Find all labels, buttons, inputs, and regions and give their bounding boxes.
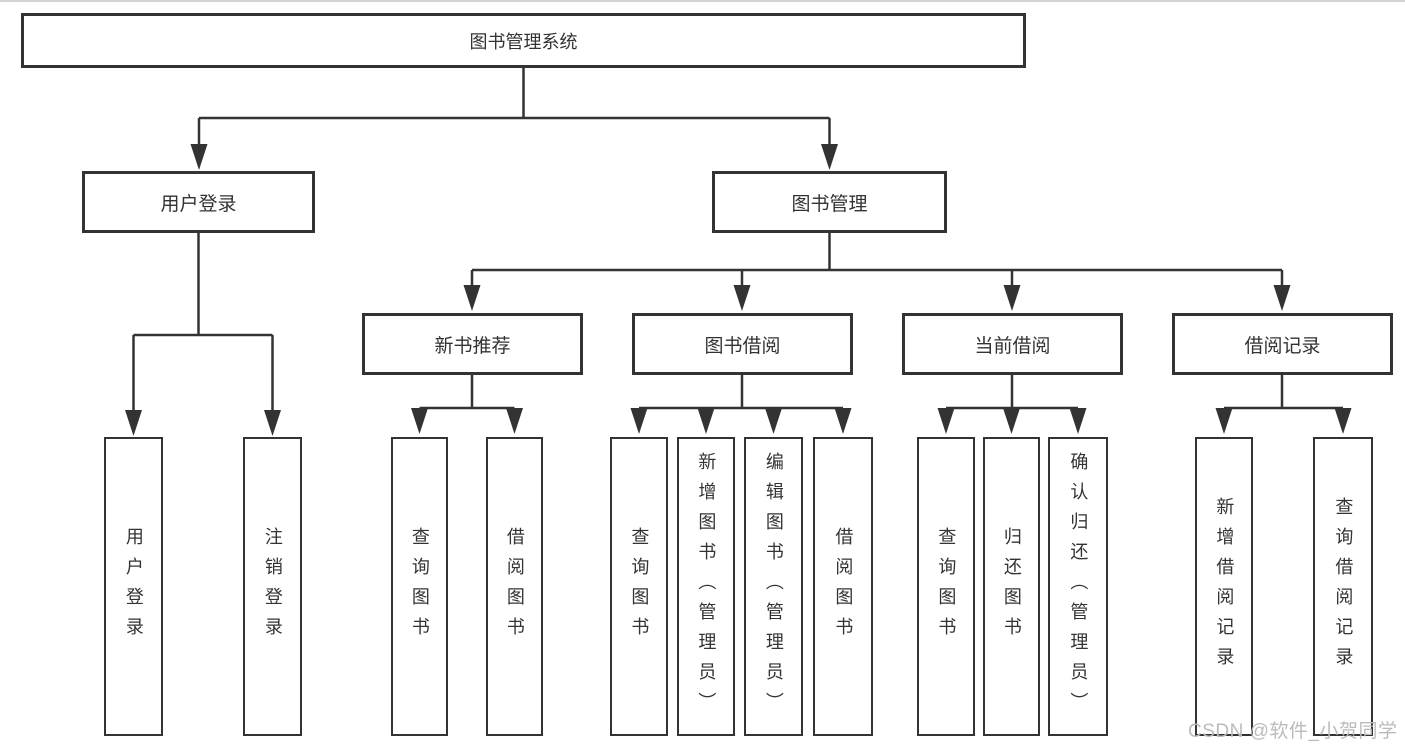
leaf-user-login-label: 用户登录: [123, 526, 144, 647]
node-new-book-recommend-label: 新书推荐: [434, 335, 511, 357]
leaf-records-add-record: 新增借阅记录: [1195, 437, 1253, 736]
leaf-records-add-record-label: 新增借阅记录: [1214, 496, 1235, 677]
node-book-borrow-label: 图书借阅: [704, 335, 781, 357]
leaf-current-return-books-label: 归还图书: [1001, 526, 1022, 647]
node-user-login: 用户登录: [82, 171, 315, 233]
node-root-label: 图书管理系统: [469, 31, 578, 52]
leaf-logout: 注销登录: [243, 437, 302, 736]
node-borrow-records-label: 借阅记录: [1244, 335, 1321, 357]
leaf-borrow-query-books: 查询图书: [610, 437, 668, 736]
leaf-current-confirm-return-admin-label: 确认归还（管理员）: [1068, 451, 1089, 722]
node-borrow-records: 借阅记录: [1172, 313, 1393, 375]
leaf-recommend-query-books-label: 查询图书: [409, 526, 430, 647]
leaf-borrow-edit-books-admin: 编辑图书（管理员）: [744, 437, 803, 736]
leaf-recommend-query-books: 查询图书: [391, 437, 448, 736]
leaf-borrow-borrow-books: 借阅图书: [813, 437, 873, 736]
node-new-book-recommend: 新书推荐: [362, 313, 583, 375]
leaf-logout-label: 注销登录: [262, 526, 283, 647]
node-book-borrow: 图书借阅: [632, 313, 853, 375]
leaf-borrow-borrow-books-label: 借阅图书: [833, 526, 854, 647]
node-book-management-label: 图书管理: [791, 193, 868, 215]
node-current-borrow: 当前借阅: [902, 313, 1123, 375]
leaf-borrow-add-books-admin: 新增图书（管理员）: [677, 437, 735, 736]
leaf-borrow-edit-books-admin-label: 编辑图书（管理员）: [763, 451, 784, 722]
node-current-borrow-label: 当前借阅: [974, 335, 1051, 357]
leaf-current-query-books: 查询图书: [917, 437, 975, 736]
arrowheads: [125, 144, 1352, 436]
leaf-records-query-record: 查询借阅记录: [1313, 437, 1373, 736]
leaf-current-return-books: 归还图书: [983, 437, 1040, 736]
leaf-user-login: 用户登录: [104, 437, 163, 736]
leaf-current-query-books-label: 查询图书: [936, 526, 957, 647]
leaf-recommend-borrow-books: 借阅图书: [486, 437, 543, 736]
leaf-borrow-query-books-label: 查询图书: [629, 526, 650, 647]
csdn-watermark: CSDN @软件_小贺同学: [1188, 721, 1398, 742]
leaf-records-query-record-label: 查询借阅记录: [1333, 496, 1354, 677]
node-book-management: 图书管理: [712, 171, 947, 233]
node-user-login-label: 用户登录: [160, 193, 237, 215]
leaf-recommend-borrow-books-label: 借阅图书: [504, 526, 525, 647]
node-root: 图书管理系统: [21, 13, 1026, 68]
leaf-current-confirm-return-admin: 确认归还（管理员）: [1048, 437, 1108, 736]
top-edge-line: [0, 0, 1405, 2]
leaf-borrow-add-books-admin-label: 新增图书（管理员）: [696, 451, 717, 722]
